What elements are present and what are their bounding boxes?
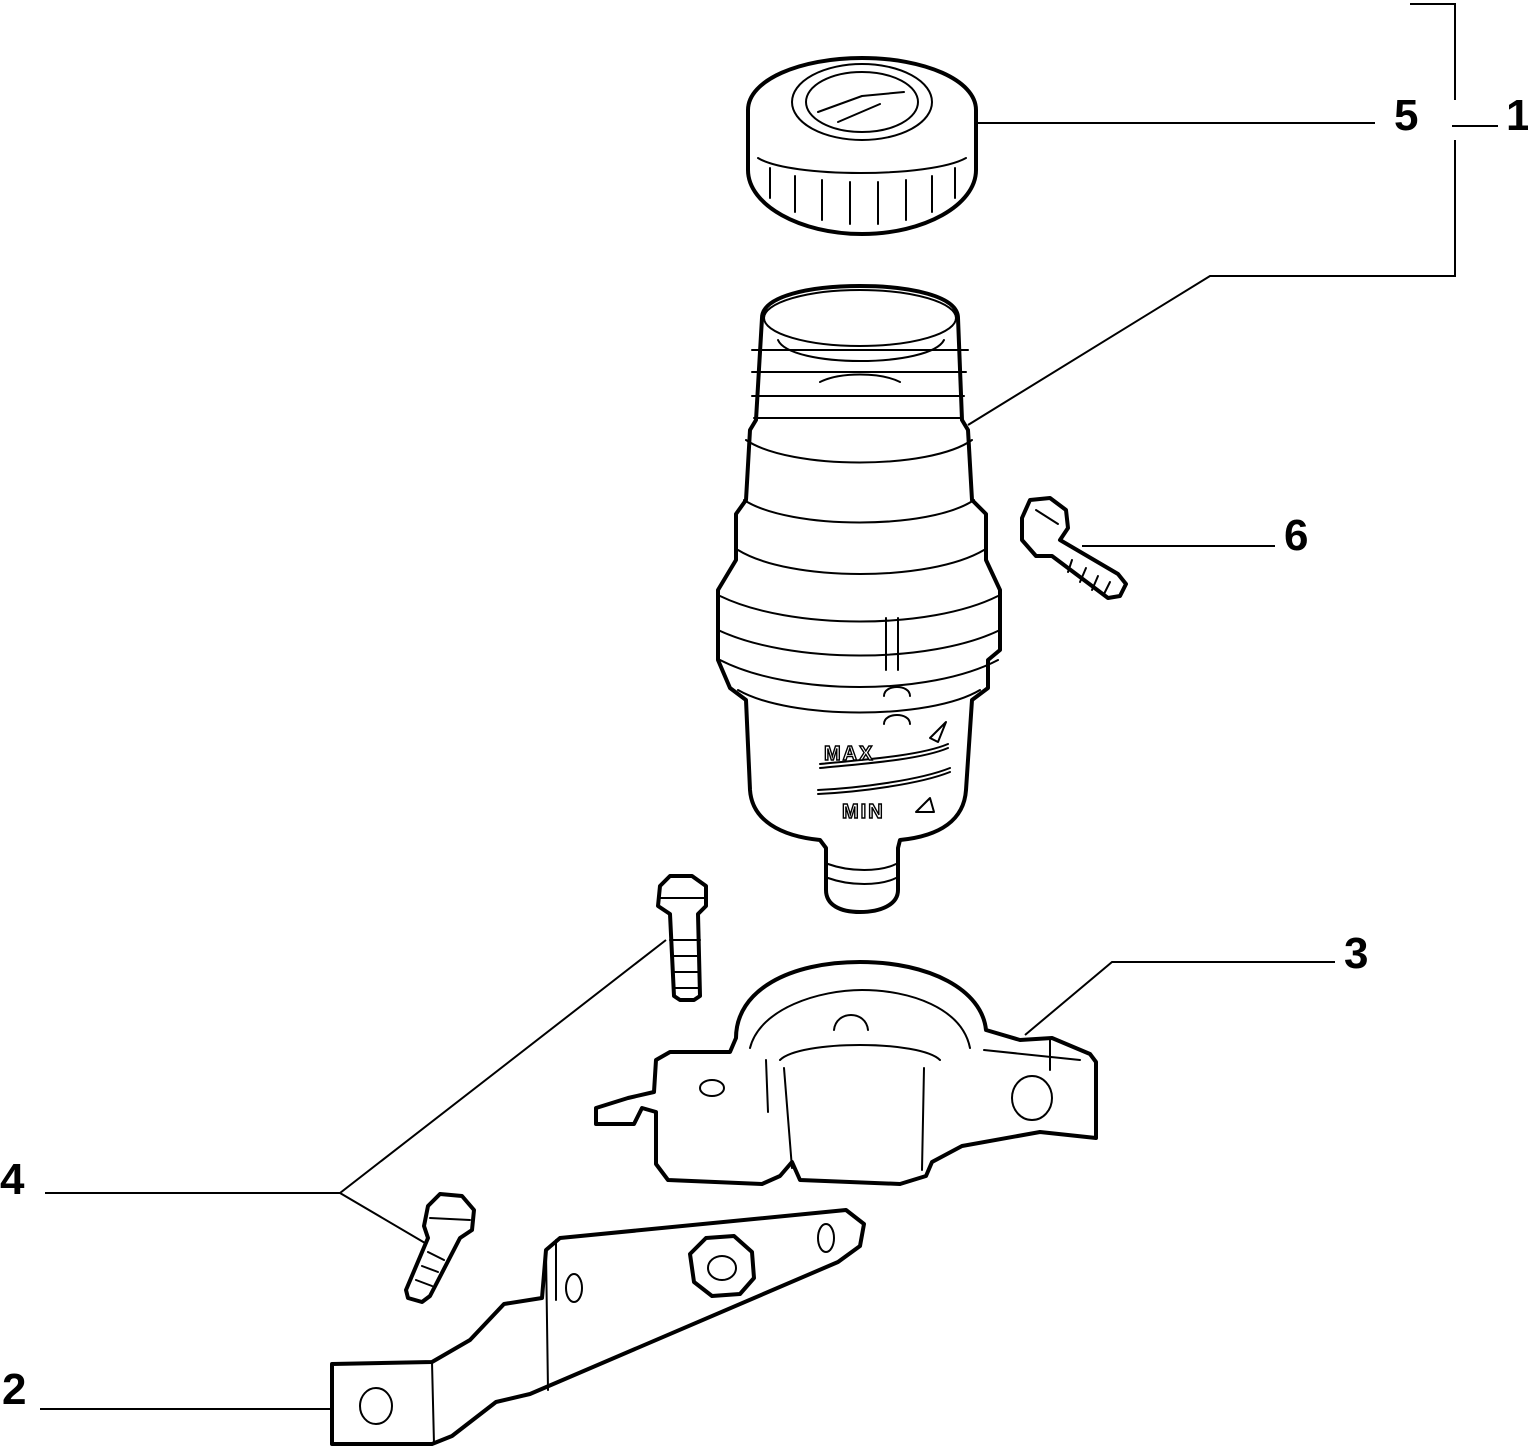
mounting-bracket [330,1208,866,1446]
min-mark: MIN [842,801,885,823]
callout-5: 5 [1394,91,1418,140]
leader-3 [1024,961,1335,1036]
callout-1: 1 [1506,91,1528,140]
max-mark: MAX [824,743,874,765]
bolt-6 [1020,496,1128,600]
callout-2: 2 [2,1365,26,1414]
leader-4 [45,939,667,1244]
bolt-4-upper [656,874,708,1002]
reservoir-cap [746,56,978,236]
leader-lines [40,3,1498,1410]
callout-4: 4 [0,1155,25,1204]
clamp-bracket [594,960,1098,1186]
bolt-4-lower [404,1192,476,1304]
callout-6: 6 [1284,511,1308,560]
group-1-bracket [967,3,1456,426]
fluid-reservoir: MAX MIN [716,284,1002,914]
callout-labels: 1 5 6 3 4 2 [0,91,1528,1414]
callout-3: 3 [1344,929,1368,978]
